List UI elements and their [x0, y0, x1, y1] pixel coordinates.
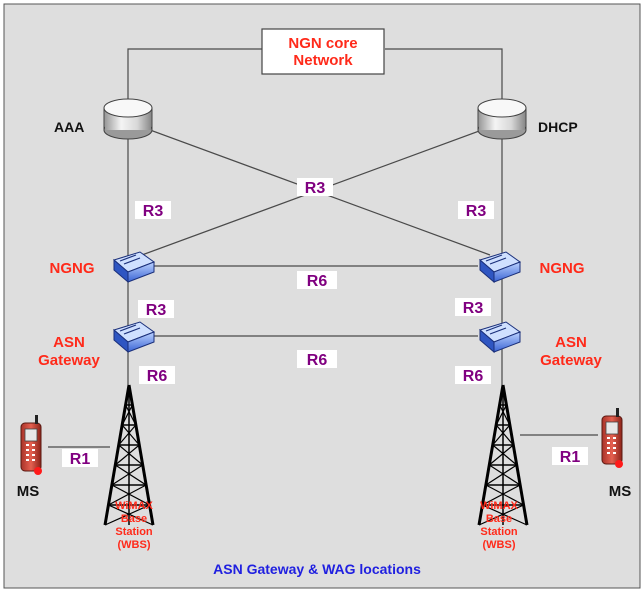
asn-right-label-line1: ASN [555, 334, 587, 351]
bs-right-line4: (WBS) [483, 539, 516, 551]
link-label-r3-cross: R3 [305, 180, 326, 197]
ms-right-label: MS [609, 483, 632, 500]
ngng-right-label: NGNG [540, 260, 585, 277]
aaa-server-icon [103, 98, 153, 140]
bs-left-line4: (WBS) [118, 539, 151, 551]
link-label-r6-ngng: R6 [307, 273, 328, 290]
bs-right-line2: Base [486, 513, 512, 525]
mobile-phone-left-icon [20, 414, 43, 476]
link-label-r3-right-lower: R3 [463, 300, 484, 317]
bs-left-line3: Station [115, 526, 153, 538]
bs-left-line1: WiMAX [115, 500, 153, 512]
link-labels: R3 R3 R3 R6 R3 R3 R6 R6 R6 R1 R1 [62, 178, 588, 468]
dhcp-server-icon [477, 98, 527, 140]
link-label-r3-left-upper: R3 [143, 203, 164, 220]
router-labels: NGNG NGNG ASN Gateway ASN Gateway [38, 260, 602, 369]
link-label-r1-left: R1 [70, 451, 91, 468]
bs-left-line2: Base [121, 513, 147, 525]
ngng-left-label: NGNG [50, 260, 95, 277]
asn-right-label-line2: Gateway [540, 352, 602, 369]
dhcp-label: DHCP [538, 119, 578, 135]
link-label-r3-left-lower: R3 [146, 302, 167, 319]
ms-left-label: MS [17, 483, 40, 500]
core-network-label-line2: Network [293, 52, 353, 69]
mobile-phone-right-icon [601, 407, 624, 469]
diagram-panel [3, 3, 641, 589]
diagram-caption: ASN Gateway & WAG locations [213, 561, 421, 577]
base-station-right-label: WiMAX Base Station (WBS) [480, 500, 518, 551]
asn-left-label-line2: Gateway [38, 352, 100, 369]
asn-left-label-line1: ASN [53, 334, 85, 351]
link-label-r3-right-upper: R3 [466, 203, 487, 220]
link-label-r1-right: R1 [560, 449, 581, 466]
bs-right-line3: Station [480, 526, 518, 538]
core-network-label-line1: NGN core [288, 35, 357, 52]
link-label-r6-left-tower: R6 [147, 368, 168, 385]
link-label-r6-right-tower: R6 [463, 368, 484, 385]
bs-right-line1: WiMAX [480, 500, 518, 512]
base-station-left-label: WiMAX Base Station (WBS) [115, 500, 153, 551]
link-label-r6-asn: R6 [307, 352, 328, 369]
ngn-core-network: NGN core Network [261, 28, 385, 75]
aaa-label: AAA [54, 119, 84, 135]
